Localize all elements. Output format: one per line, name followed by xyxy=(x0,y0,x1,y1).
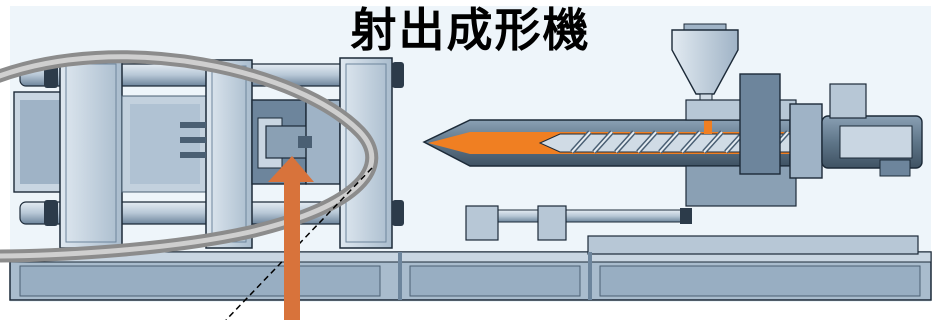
page-title: 射出成形機 xyxy=(350,3,591,57)
moving-platen xyxy=(205,59,253,249)
machine-base xyxy=(9,235,932,301)
screw-icon xyxy=(538,130,791,154)
clamping-unit xyxy=(13,57,404,249)
melt-channel xyxy=(428,132,560,154)
mold xyxy=(251,99,341,185)
rear-platen xyxy=(59,57,123,249)
arrow-up-icon xyxy=(268,156,314,320)
injection-unit xyxy=(422,23,923,241)
